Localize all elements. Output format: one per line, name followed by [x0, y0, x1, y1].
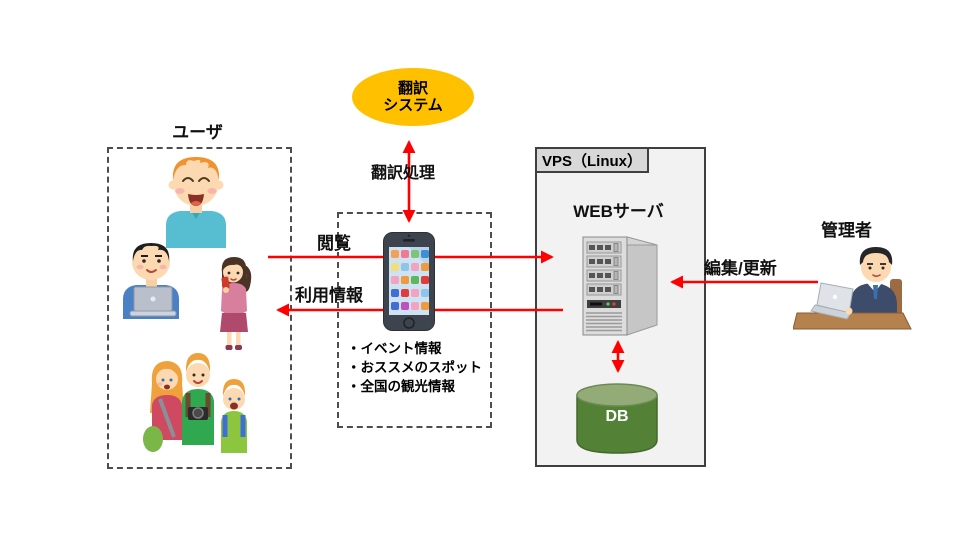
user-laptop-man-illustration: [123, 243, 179, 319]
db-cylinder: [576, 383, 658, 454]
note-recommended-spots: ・おススメのスポット: [347, 360, 482, 375]
edit-update-label: 編集/更新: [704, 259, 777, 278]
user-group-box: [107, 147, 292, 469]
browse-label: 閲覧: [317, 234, 351, 253]
vent-slats: [586, 312, 622, 332]
user-smartphone-woman-illustration: [220, 257, 252, 350]
vps-header-label: VPS（Linux）: [541, 152, 642, 170]
admin-illustration: [793, 247, 912, 330]
smartphone-illustration: [383, 232, 435, 331]
vps-header-tab: VPS（Linux）: [535, 147, 649, 173]
note-national-tourism: ・全国の観光情報: [347, 379, 455, 394]
server-illustration: [582, 236, 658, 336]
translation-system-line1: 翻訳: [397, 80, 428, 97]
translation-system-node: 翻訳 システム: [352, 68, 474, 126]
db-label: DB: [605, 408, 629, 425]
admin-label: 管理者: [821, 221, 872, 240]
led-panel: [587, 300, 621, 308]
web-server-label: WEBサーバ: [573, 202, 664, 221]
translation-system-line2: システム: [383, 97, 443, 114]
user-family-illustration: [143, 353, 247, 453]
usage-info-label: 利用情報: [295, 286, 363, 305]
note-event-info: ・イベント情報: [347, 341, 442, 356]
smartphone-notes: ・イベント情報 ・おススメのスポット ・全国の観光情報: [347, 339, 482, 396]
drive-bays: [586, 241, 622, 296]
user-group-label: ユーザ: [172, 123, 223, 142]
user-foreigner-illustration: [166, 157, 226, 248]
translation-process-label: 翻訳処理: [371, 165, 436, 182]
